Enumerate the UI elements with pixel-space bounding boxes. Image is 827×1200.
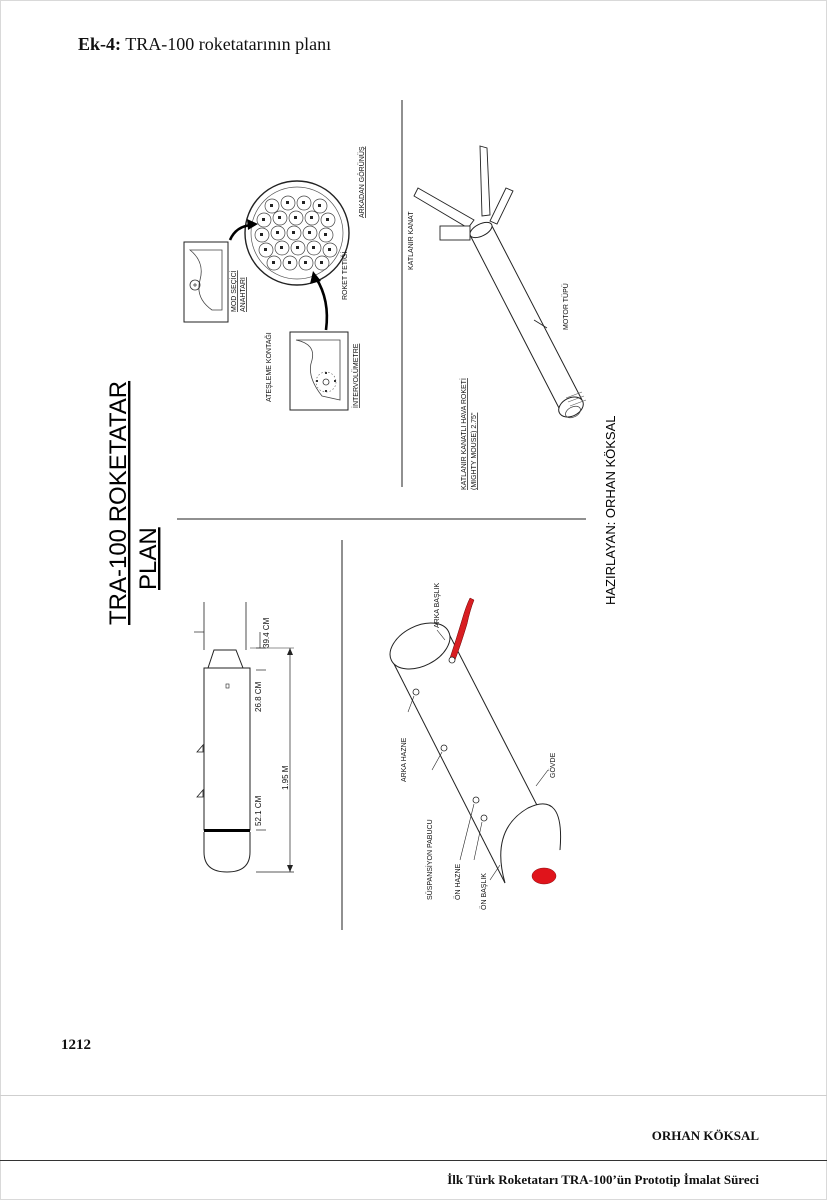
rocket-launcher-plan-figure: TRA-100 ROKETATAR PLAN HAZIRLAYAN: ORHAN… [105, 100, 618, 930]
plan-title-line2: PLAN [135, 527, 162, 590]
launcher-side-elevation [194, 602, 294, 873]
mode-selector-label-1: MOD SEÇİCİ [229, 270, 238, 312]
mode-selector-detail [183, 241, 229, 323]
suspension-lug-label: SÜSPANSİYON PABUCU [425, 819, 434, 900]
mode-selector-arrowhead [247, 219, 258, 230]
rear-view-label: ARKADAN GÖRÜNÜŞ [358, 146, 366, 218]
red-cable [449, 597, 475, 661]
appendix-title: TRA-100 roketatarının planı [125, 34, 332, 54]
firing-contact-label: ATEŞLEME KONTAĞI [264, 332, 273, 402]
intervalometer-label: İNTERVOLÜMETRE [351, 343, 360, 408]
footer-book-title: İlk Türk Roketatarı TRA-100’ün Prototip … [447, 1172, 759, 1187]
nose-cap-red [531, 867, 557, 885]
rear-chamber-label: ARKA HAZNE [401, 737, 408, 782]
footer-rule [0, 1160, 827, 1161]
body-label: GÖVDE [549, 752, 557, 778]
front-chamber-label: ÖN HAZNE [454, 864, 462, 901]
rocket-name-line1: KATLANIR KANATLI HAVA ROKETİ [459, 378, 468, 490]
page-number: 1212 [61, 1037, 91, 1053]
prepared-by: HAZIRLAYAN: ORHAN KÖKSAL [603, 415, 618, 605]
appendix-label: Ek-4: [78, 34, 122, 54]
rocket-trigger-label: ROKET TETİĞİ [340, 252, 349, 300]
footer-separator-top [0, 1095, 827, 1096]
intervalometer-detail [289, 331, 349, 411]
rear-view-diagram [244, 180, 350, 286]
motor-tube-label: MOTOR TÜPÜ [562, 283, 570, 330]
footer-author: ORHAN KÖKSAL [651, 1128, 759, 1143]
rear-cap-label: ARKA BAŞLIK [434, 583, 441, 628]
dimension-1-95: 1.95 M [281, 765, 290, 790]
dimension-39-4: 39.4 CM [262, 617, 271, 648]
appendix-heading: Ek-4: TRA-100 roketatarının planı [78, 34, 331, 55]
plan-title-line1: TRA-100 ROKETATAR [105, 381, 132, 625]
trigger-arrowhead [310, 271, 321, 284]
folding-fin-rocket-drawing [413, 145, 587, 419]
front-cap-label: ÖN BAŞLIK [480, 873, 488, 910]
folding-fin-label: KATLANIR KANAT [408, 211, 415, 270]
launcher-perspective-drawing [389, 597, 562, 885]
dimension-52-1: 52.1 CM [254, 795, 263, 826]
rocket-name-line2: (MIGHTY MOUSE) 2.75" [471, 412, 478, 490]
mode-selector-label-2: ANAHTARI [240, 277, 247, 312]
dimension-26-8: 26.8 CM [254, 681, 263, 712]
trigger-arrow [314, 277, 329, 331]
